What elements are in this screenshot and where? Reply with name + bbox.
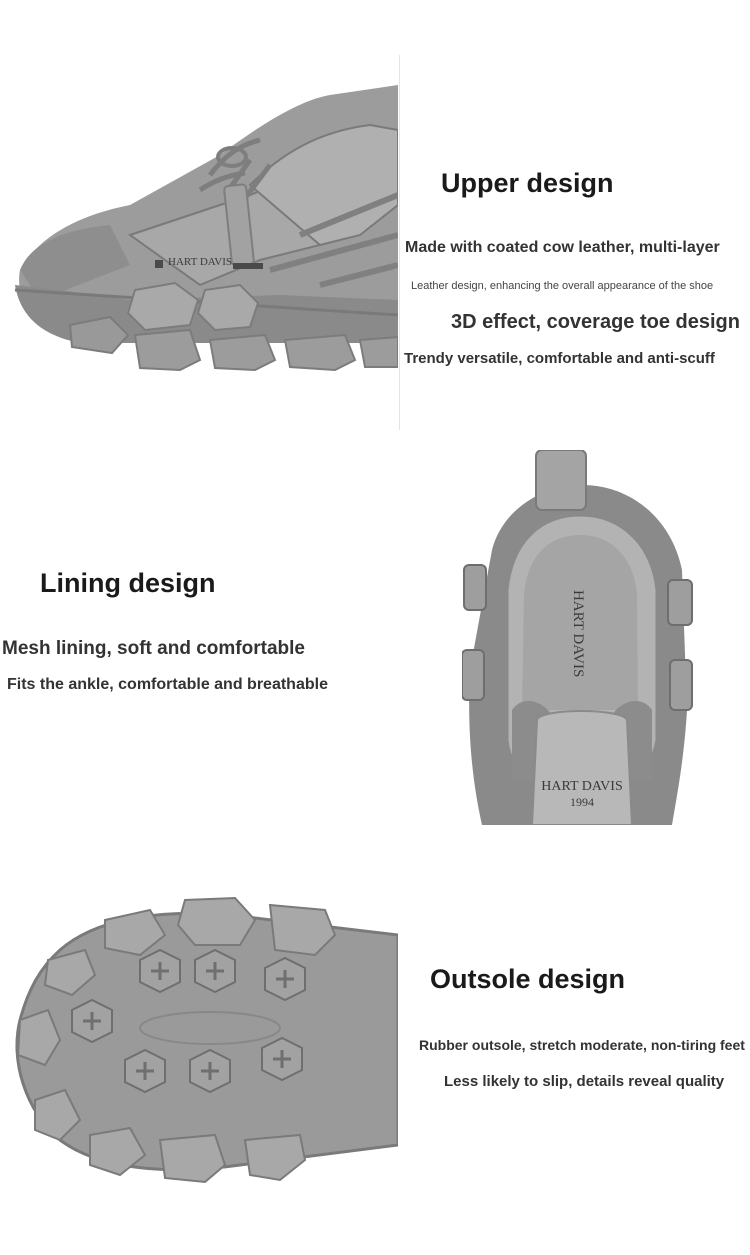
- upper-line-2: Leather design, enhancing the overall ap…: [411, 280, 714, 292]
- tongue-brand-text: HART DAVIS: [541, 779, 623, 794]
- shoe-side-view-image: HART DAVIS: [14, 85, 398, 372]
- upper-line-4: Trendy versatile, comfortable and anti-s…: [404, 350, 715, 367]
- lining-design-section: Lining design Mesh lining, soft and comf…: [0, 440, 750, 840]
- upper-design-title: Upper design: [441, 168, 614, 198]
- upper-design-section: HART DAVIS Upper design Made with coated…: [0, 0, 750, 440]
- upper-brand-text: HART DAVIS: [168, 256, 232, 268]
- shoe-outsole-image: [15, 896, 398, 1184]
- upper-line-3: 3D effect, coverage toe design: [451, 311, 740, 333]
- lining-line-2: Fits the ankle, comfortable and breathab…: [7, 676, 328, 693]
- lining-design-title: Lining design: [40, 568, 216, 598]
- insole-brand-text: HART DAVIS: [570, 590, 586, 677]
- upper-line-1: Made with coated cow leather, multi-laye…: [405, 239, 720, 256]
- outsole-design-title: Outsole design: [430, 964, 626, 994]
- outsole-line-2: Less likely to slip, details reveal qual…: [444, 1073, 725, 1090]
- shoe-top-view-image: HART DAVIS HART DAVIS 1994: [462, 450, 693, 825]
- section-divider: [399, 55, 400, 430]
- outsole-line-1: Rubber outsole, stretch moderate, non-ti…: [419, 1037, 745, 1053]
- lining-line-1: Mesh lining, soft and comfortable: [2, 638, 305, 659]
- outsole-design-section: Outsole design Rubber outsole, stretch m…: [0, 840, 750, 1255]
- tongue-year-text: 1994: [570, 795, 594, 809]
